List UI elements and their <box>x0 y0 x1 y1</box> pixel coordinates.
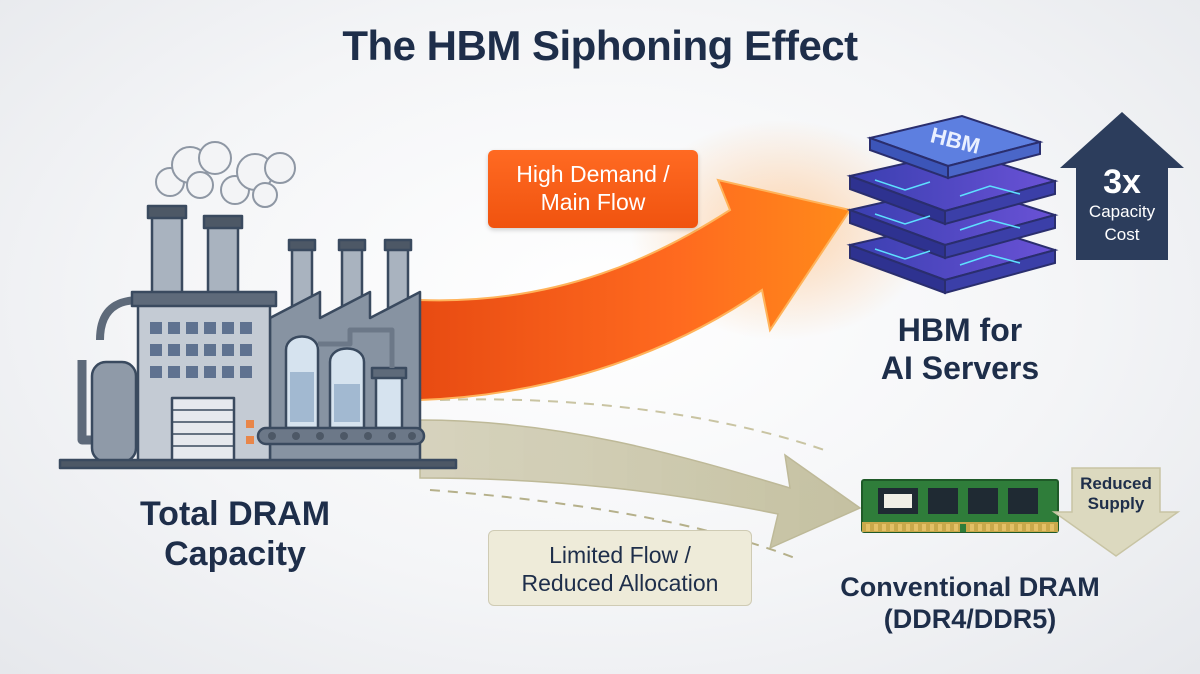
limited-flow-line2: Reduced Allocation <box>521 569 719 596</box>
dram-label: Conventional DRAM (DDR4/DDR5) <box>800 572 1140 636</box>
main-flow-line2: Main Flow <box>540 188 646 215</box>
limited-flow-callout: Limited Flow / Reduced Allocation <box>488 530 752 606</box>
dram-label-line2: (DDR4/DDR5) <box>883 603 1057 634</box>
hbm-stack-icon <box>846 114 1059 295</box>
capacity-cost-badge: 3x Capacity Cost <box>1076 165 1168 244</box>
up-arrow-icon <box>1060 112 1184 260</box>
main-flow-callout: High Demand / Main Flow <box>488 150 698 228</box>
down-arrow-icon <box>1051 467 1181 557</box>
reduced-supply-badge: Reduced Supply <box>1068 474 1164 515</box>
reduced-supply-line2: Supply <box>1087 494 1145 514</box>
dram-label-line1: Conventional DRAM <box>840 572 1100 602</box>
limited-flow-arrow <box>419 398 862 561</box>
dram-module-icon <box>861 479 1059 533</box>
capacity-cost-line2: Cost <box>1104 224 1140 244</box>
reduced-supply-line1: Reduced <box>1080 474 1152 493</box>
limited-flow-line1: Limited Flow / <box>549 542 691 568</box>
main-flow-arrow <box>419 178 852 402</box>
factory-icon <box>58 141 458 470</box>
source-label: Total DRAM Capacity <box>60 494 410 574</box>
hbm-label-line1: HBM for <box>897 312 1023 348</box>
hbm-label: HBM for AI Servers <box>840 312 1080 388</box>
hbm-label-line2: AI Servers <box>880 349 1040 386</box>
source-label-line1: Total DRAM <box>139 495 331 533</box>
capacity-cost-value: 3x <box>1103 163 1141 201</box>
page-title: The HBM Siphoning Effect <box>342 22 858 69</box>
capacity-cost-line1: Capacity <box>1088 202 1156 221</box>
main-flow-line1: High Demand / <box>516 161 670 187</box>
source-label-line2: Capacity <box>164 535 306 574</box>
